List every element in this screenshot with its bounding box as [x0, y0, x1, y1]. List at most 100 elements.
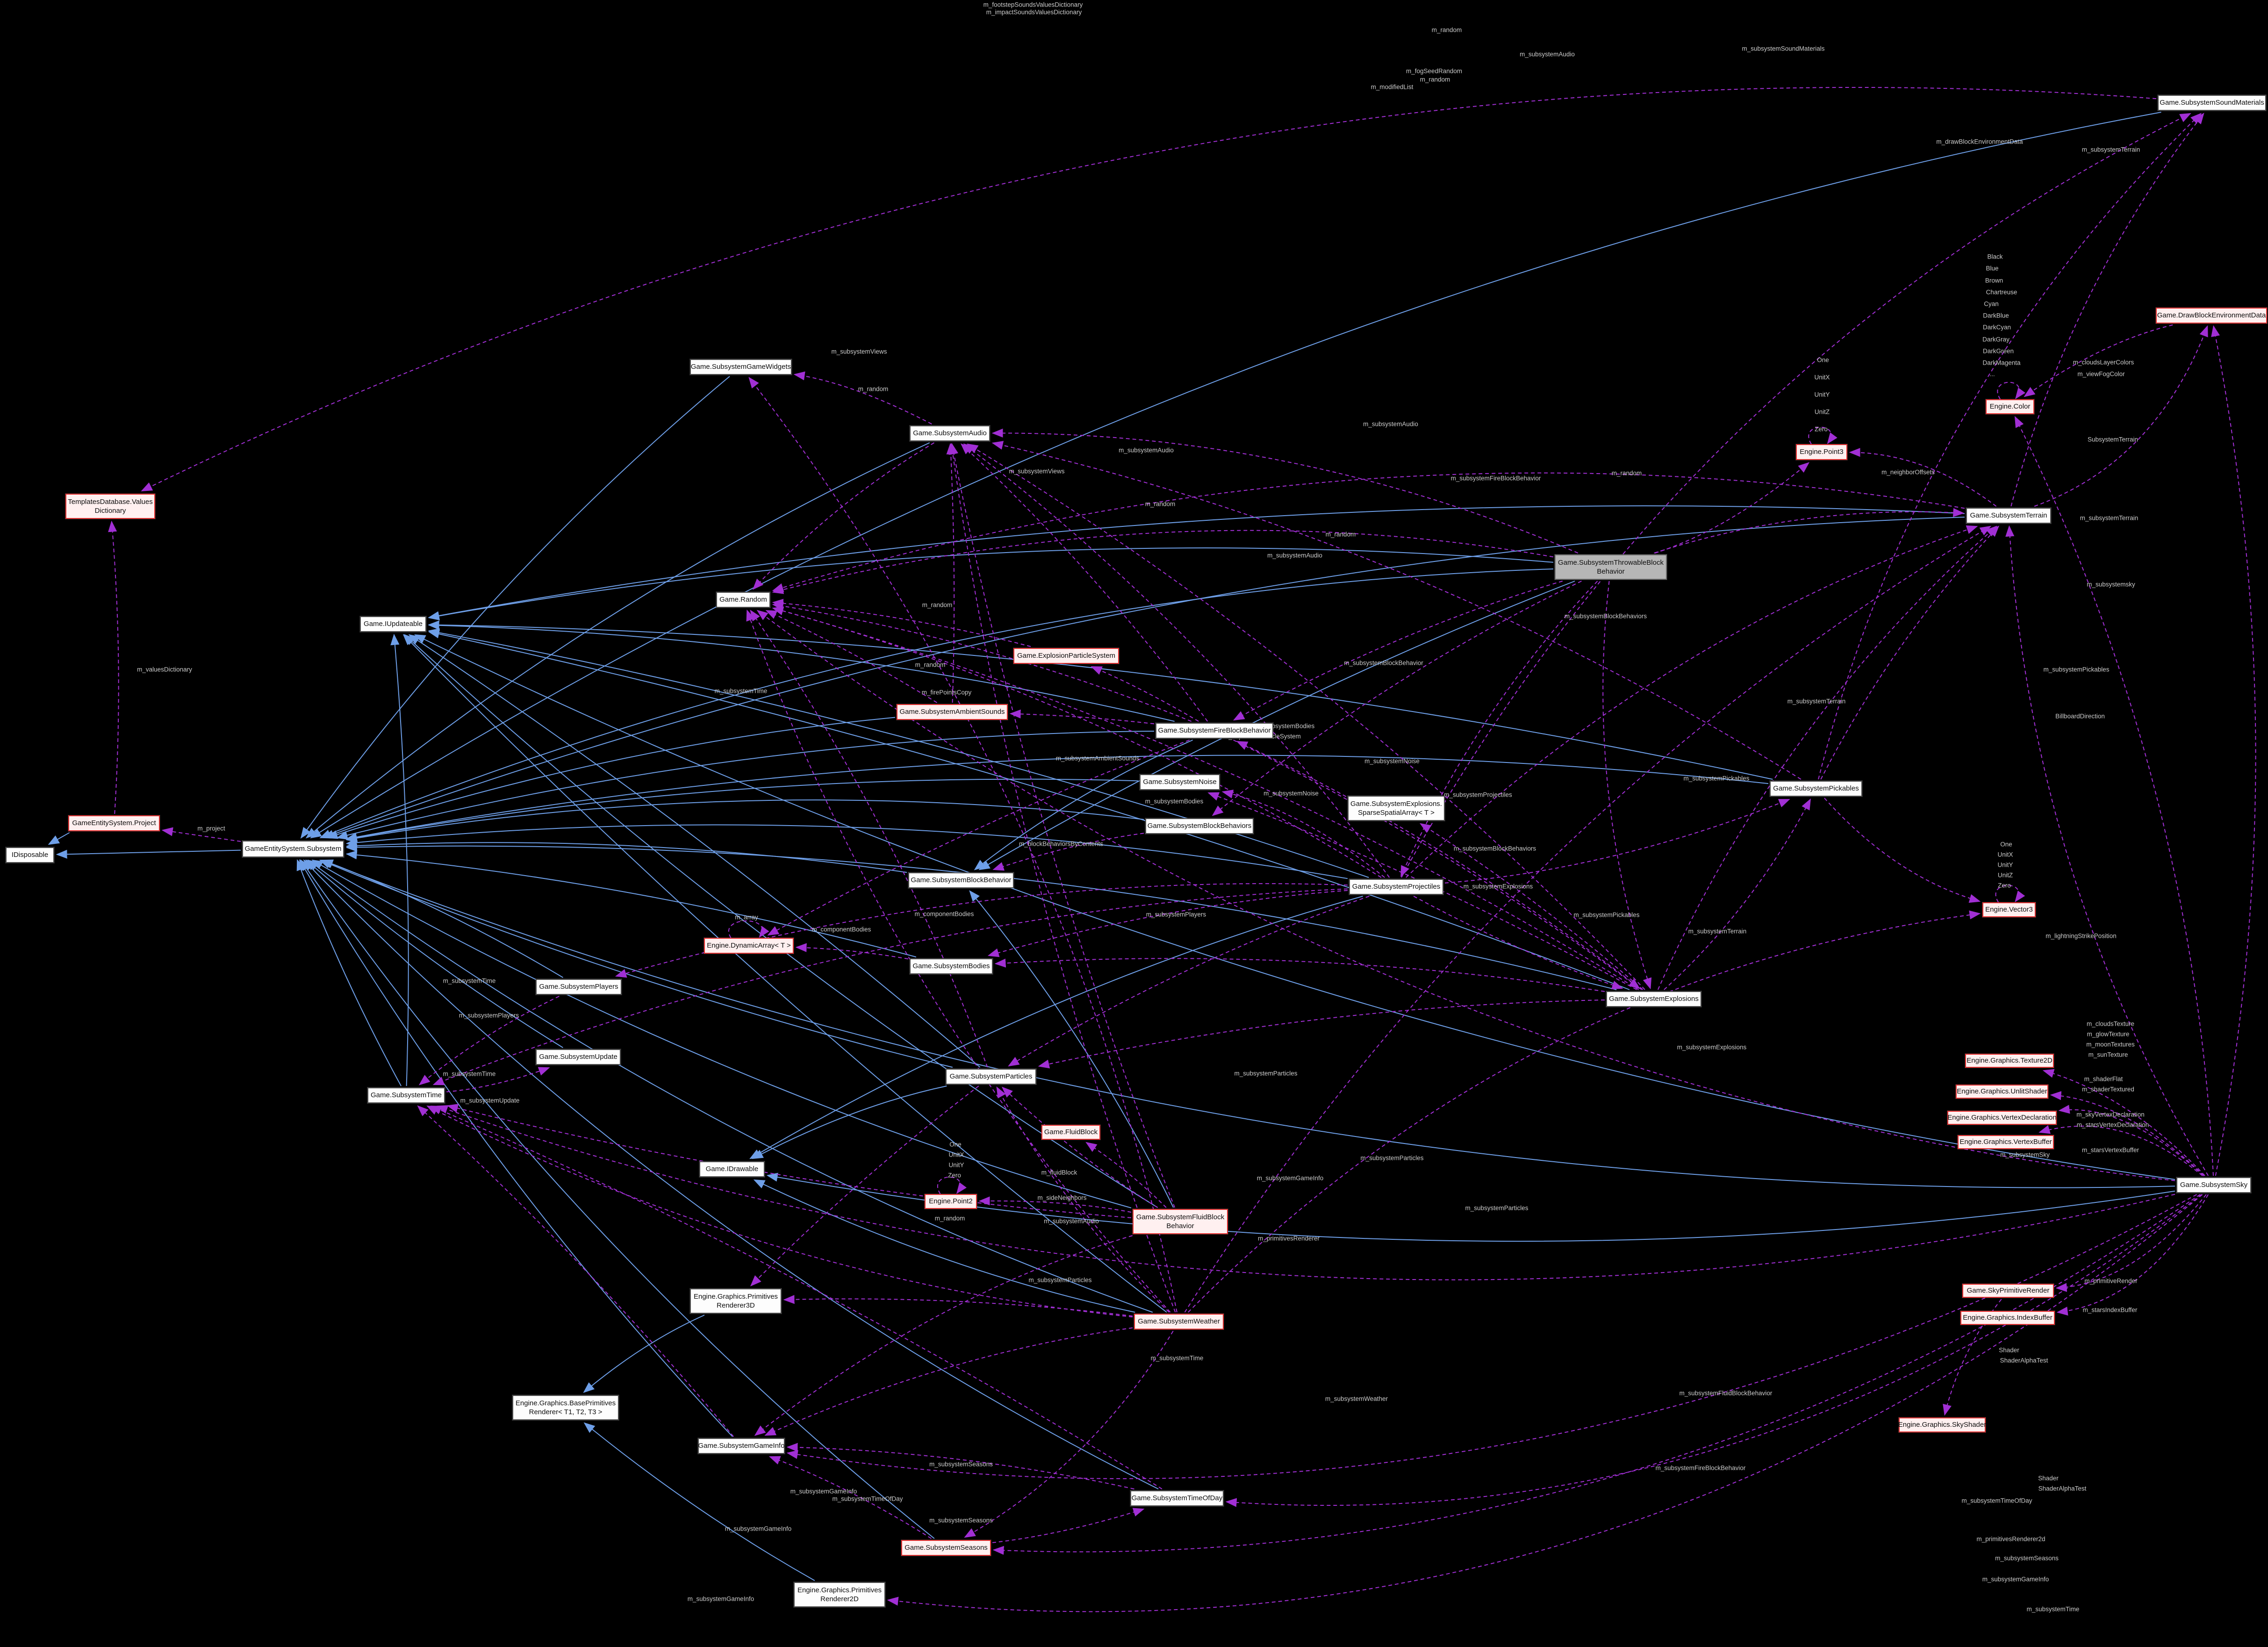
edge-label: m_subsystemTimeOfDay [832, 1495, 903, 1503]
inheritance-edge [326, 717, 896, 839]
node-players[interactable]: Game.SubsystemPlayers [536, 979, 622, 995]
edge-label: m_starsVertexDeclaration [2076, 1121, 2149, 1129]
node-texture2d[interactable]: Engine.Graphics.Texture2D [1965, 1054, 2054, 1068]
member-edge [767, 740, 1190, 936]
node-timeofday[interactable]: Game.SubsystemTimeOfDay [1130, 1490, 1224, 1506]
node-subsystem[interactable]: GameEntitySystem.Subsystem [242, 841, 344, 857]
node-indexbuffer[interactable]: Engine.Graphics.IndexBuffer [1960, 1311, 2055, 1325]
member-edge [795, 943, 909, 960]
node-bodies[interactable]: Game.SubsystemBodies [910, 958, 993, 974]
edge-label: m_subsystemBlockBehaviors [1453, 845, 1536, 852]
node-fluidblock[interactable]: Game.FluidBlock [1041, 1125, 1100, 1140]
node-pickables[interactable]: Game.SubsystemPickables [1770, 781, 1862, 797]
node-iupdateable[interactable]: Game.IUpdateable [360, 616, 426, 632]
node-label: Game.SubsystemGameInfo [698, 1442, 785, 1450]
node-fireblock[interactable]: Game.SubsystemFireBlockBehavior [1156, 723, 1273, 739]
member-edge [1009, 709, 1155, 725]
node-label: Engine.Graphics.SkyShader [1898, 1421, 1987, 1429]
edge-label: m_subsystemGameInfo [725, 1525, 792, 1532]
node-audio[interactable]: Game.SubsystemAudio [910, 425, 990, 441]
node-idisposable[interactable]: IDisposable [6, 847, 54, 863]
node-vertexbuffer[interactable]: Engine.Graphics.VertexBuffer [1958, 1135, 2054, 1149]
member-edge [1038, 1000, 1605, 1069]
node-terrain[interactable]: Game.SubsystemTerrain [1966, 508, 2051, 524]
member-edge [1849, 448, 1997, 507]
member-edge [756, 610, 2175, 1181]
member-edge [948, 443, 1176, 1313]
edge-label: m_subsystemTime [2026, 1605, 2080, 1613]
node-blockbehavior[interactable]: Game.SubsystemBlockBehavior [908, 872, 1014, 888]
inheritance-edge [408, 634, 981, 1068]
member-edge [1008, 896, 1370, 1067]
edge-label: UnitY [948, 1161, 964, 1169]
node-gamewidgets[interactable]: Game.SubsystemGameWidgets [690, 359, 792, 375]
node-unlitshader[interactable]: Engine.Graphics.UnlitShader [1956, 1085, 2048, 1099]
inheritance-edge [300, 859, 935, 1539]
node-sky[interactable]: Game.SubsystemSky [2176, 1177, 2251, 1193]
member-edge [1602, 581, 1652, 990]
inheritance-edge [583, 1422, 815, 1581]
member-edge [1420, 823, 1644, 990]
node-dynamicarray[interactable]: Engine.DynamicArray< T > [704, 938, 794, 954]
node-point2[interactable]: Engine.Point2 [925, 1194, 977, 1209]
member-edge [752, 442, 935, 590]
member-edge [108, 520, 119, 814]
edge-label: One [949, 1141, 962, 1148]
inheritance-edge [345, 850, 917, 957]
edge-label: DarkBlue [1983, 312, 2009, 319]
node-noise[interactable]: Game.SubsystemNoise [1140, 774, 1220, 790]
member-edge [436, 1105, 2175, 1280]
member-edge [772, 606, 1382, 878]
node-label: Game.FluidBlock [1044, 1128, 1098, 1136]
edge-label: m_subsystemGameInfo [687, 1595, 754, 1603]
node-idrawable[interactable]: Game.IDrawable [699, 1161, 765, 1177]
member-edge [772, 606, 1639, 990]
node-ambientsounds[interactable]: Game.SubsystemAmbientSounds [897, 704, 1008, 720]
inheritance-edge [978, 581, 1575, 870]
node-projectiles[interactable]: Game.SubsystemProjectiles [1349, 879, 1443, 895]
node-random[interactable]: Game.Random [716, 592, 770, 608]
edge-label: m_subsystemPickables [2043, 666, 2110, 673]
inheritance-edge [428, 621, 1175, 722]
node-drawblockenv[interactable]: Game.DrawBlockEnvironmentData [2156, 308, 2267, 324]
node-label: Game.SubsystemGameWidgets [690, 363, 791, 371]
node-explosionparticle[interactable]: Game.ExplosionParticleSystem [1013, 648, 1119, 664]
edge-label: m_subsystemParticles [1234, 1070, 1298, 1077]
node-blockbehaviors[interactable]: Game.SubsystemBlockBehaviors [1145, 818, 1254, 834]
member-edge [786, 1443, 1134, 1489]
node-vector3[interactable]: Engine.Vector3 [1982, 902, 2036, 917]
node-label: Game.IDrawable [705, 1165, 759, 1173]
edge-label: m_lightningStrikePosition [2046, 932, 2117, 940]
inheritance-edge [345, 841, 907, 873]
edge-label: m_subsystemExplosions [1463, 883, 1533, 890]
edge-label: m_subsystemBlockBehaviors [1564, 612, 1647, 620]
node-weather[interactable]: Game.SubsystemWeather [1134, 1314, 1224, 1330]
node-color[interactable]: Engine.Color [1986, 399, 2034, 414]
member-edge [2010, 113, 2204, 507]
node-update[interactable]: Game.SubsystemUpdate [536, 1049, 621, 1065]
node-project[interactable]: GameEntitySystem.Project [68, 815, 160, 831]
node-soundmaterials[interactable]: Game.SubsystemSoundMaterials [2158, 95, 2266, 111]
node-skyshader[interactable]: Engine.Graphics.SkyShader [1898, 1417, 1987, 1432]
node-time[interactable]: Game.SubsystemTime [367, 1087, 445, 1103]
node-explosions[interactable]: Game.SubsystemExplosions [1606, 991, 1701, 1007]
node-gameinfo[interactable]: Game.SubsystemGameInfo [698, 1438, 785, 1454]
node-particles[interactable]: Game.SubsystemParticles [946, 1069, 1036, 1085]
node-vertexdecl[interactable]: Engine.Graphics.VertexDeclaration [1947, 1111, 2057, 1125]
node-point3[interactable]: Engine.Point3 [1796, 444, 1847, 460]
node-skyprimrender[interactable]: Game.SkyPrimitiveRender [1962, 1284, 2054, 1298]
edge-label: m_subsystemUpdate [460, 1097, 520, 1104]
edge-label: m_subsystemPickables [1573, 911, 1640, 919]
member-edge [1655, 462, 1810, 554]
node-seasons[interactable]: Game.SubsystemSeasons [901, 1540, 991, 1556]
edge-label: m_subsystemsky [2087, 581, 2135, 588]
node-sparse[interactable]: Game.SubsystemExplosions.SparseSpatialAr… [1348, 796, 1445, 821]
edge-label: DarkGreen [1982, 347, 2014, 355]
node-label: Engine.Graphics.Primitives [797, 1586, 882, 1594]
